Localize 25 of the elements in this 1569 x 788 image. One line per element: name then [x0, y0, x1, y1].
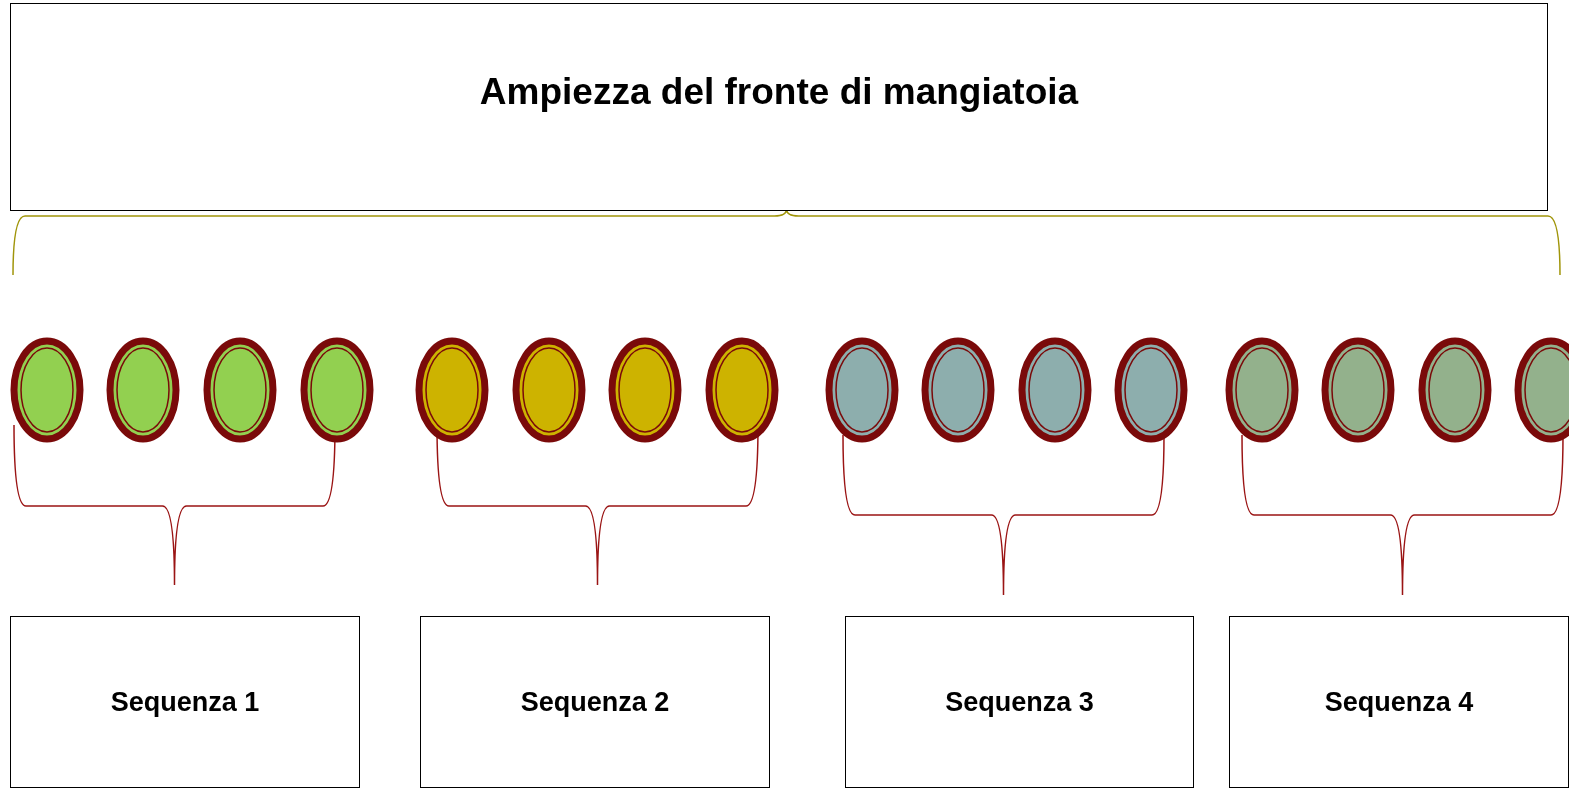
- sequence-label: Sequenza 3: [945, 686, 1094, 718]
- oval-marker: [608, 337, 682, 443]
- oval-marker: [106, 337, 180, 443]
- oval-marker: [10, 337, 84, 443]
- oval-marker: [415, 337, 489, 443]
- title-text: Ampiezza del fronte di mangiatoia: [479, 71, 1079, 113]
- label-box: [420, 616, 770, 788]
- label-box: [1229, 616, 1569, 788]
- oval-marker: [825, 337, 899, 443]
- oval-marker: [1114, 337, 1188, 443]
- sequence-label: Sequenza 1: [110, 686, 260, 718]
- oval-marker: [300, 337, 374, 443]
- oval-marker: [705, 337, 779, 443]
- oval-marker: [1321, 337, 1395, 443]
- title-box: [10, 3, 1548, 211]
- sequence-label: Sequenza 2: [520, 686, 670, 718]
- oval-marker: [1418, 337, 1492, 443]
- label-box: [845, 616, 1194, 788]
- oval-marker: [1018, 337, 1092, 443]
- oval-marker: [203, 337, 277, 443]
- oval-marker: [921, 337, 995, 443]
- label-box: [10, 616, 360, 788]
- oval-marker: [512, 337, 586, 443]
- oval-marker: [1225, 337, 1299, 443]
- sequence-label: Sequenza 4: [1324, 686, 1474, 718]
